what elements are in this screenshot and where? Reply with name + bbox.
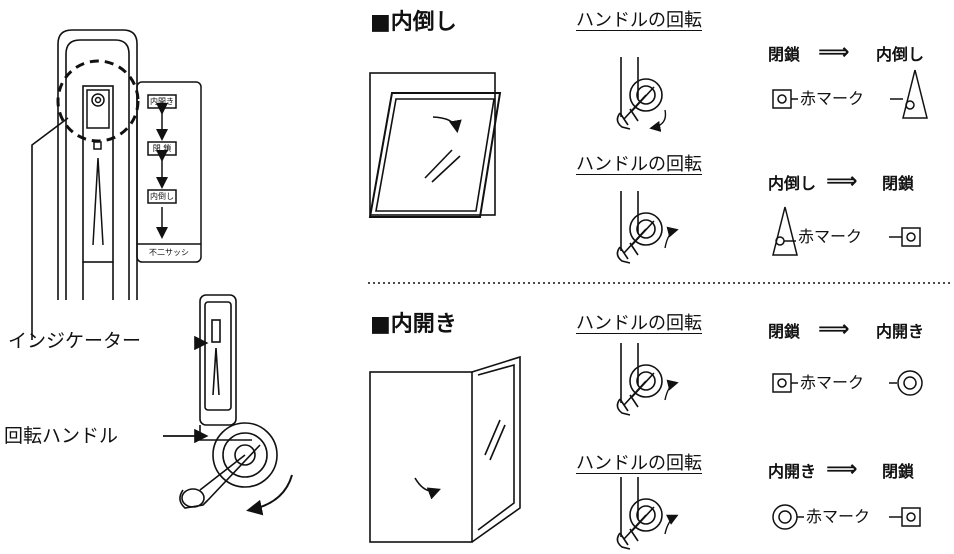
rotation-heading: ハンドルの回転 bbox=[576, 154, 702, 175]
indicator-window bbox=[86, 89, 110, 246]
open-mark-icon bbox=[772, 504, 798, 530]
state-to: 内倒し bbox=[876, 45, 925, 64]
closed-mark-icon bbox=[772, 89, 792, 109]
tilt-mark-icon bbox=[772, 206, 798, 256]
red-mark-label: 赤マーク bbox=[800, 89, 865, 108]
section-title-tilt: ■内倒し bbox=[370, 10, 457, 35]
indicator-label: インジケーター bbox=[8, 330, 142, 352]
closed-mark-icon bbox=[901, 507, 921, 527]
state-from: 閉鎖 bbox=[768, 45, 801, 64]
open-mark-icon bbox=[897, 370, 923, 396]
closed-mark-icon bbox=[901, 227, 921, 247]
transition-arrow: ⟹ bbox=[818, 317, 850, 342]
red-mark-label: 赤マーク bbox=[800, 373, 865, 392]
transition-arrow: ⟹ bbox=[818, 40, 850, 65]
rotation-heading: ハンドルの回転 bbox=[576, 453, 702, 474]
state-to: 閉鎖 bbox=[882, 462, 915, 481]
handle-label: 回転ハンドル bbox=[4, 425, 119, 447]
window-frame bbox=[57, 29, 138, 300]
section-title-open: ■内開き bbox=[370, 312, 457, 337]
state-from: 内倒し bbox=[768, 174, 817, 193]
closed-mark-icon bbox=[772, 373, 792, 393]
transition-arrow: ⟹ bbox=[826, 457, 858, 482]
handle-rotation-icon bbox=[616, 190, 663, 264]
plate-brand-label: 不二サッシ bbox=[149, 248, 189, 257]
magnify-circle bbox=[56, 59, 140, 143]
state-from: 内開き bbox=[768, 462, 817, 481]
plate-tilt-label: 内倒し bbox=[150, 192, 174, 201]
plate-open-label: 内開き bbox=[150, 97, 174, 106]
indicator-leader-line bbox=[31, 117, 69, 340]
tilt-mark-icon bbox=[902, 69, 928, 119]
open-window-illustration bbox=[369, 355, 521, 543]
plate-closed-label: 閉 鎖 bbox=[152, 144, 172, 153]
state-from: 閉鎖 bbox=[768, 322, 801, 341]
indicator-plate bbox=[136, 81, 202, 263]
rotation-arrow bbox=[246, 474, 293, 516]
handle-assembly bbox=[179, 294, 278, 509]
handle-rotation-icon bbox=[616, 342, 663, 416]
rotation-heading: ハンドルの回転 bbox=[576, 10, 702, 31]
red-mark-label: 赤マーク bbox=[798, 227, 863, 246]
state-to: 閉鎖 bbox=[882, 174, 915, 193]
handle-rotation-icon bbox=[616, 56, 663, 130]
transition-arrow: ⟹ bbox=[826, 169, 858, 194]
red-mark-label: 赤マーク bbox=[806, 507, 871, 526]
tilt-window-illustration bbox=[368, 72, 502, 218]
state-to: 内開き bbox=[876, 322, 925, 341]
rotation-heading: ハンドルの回転 bbox=[576, 313, 702, 334]
handle-rotation-icon bbox=[616, 476, 663, 550]
